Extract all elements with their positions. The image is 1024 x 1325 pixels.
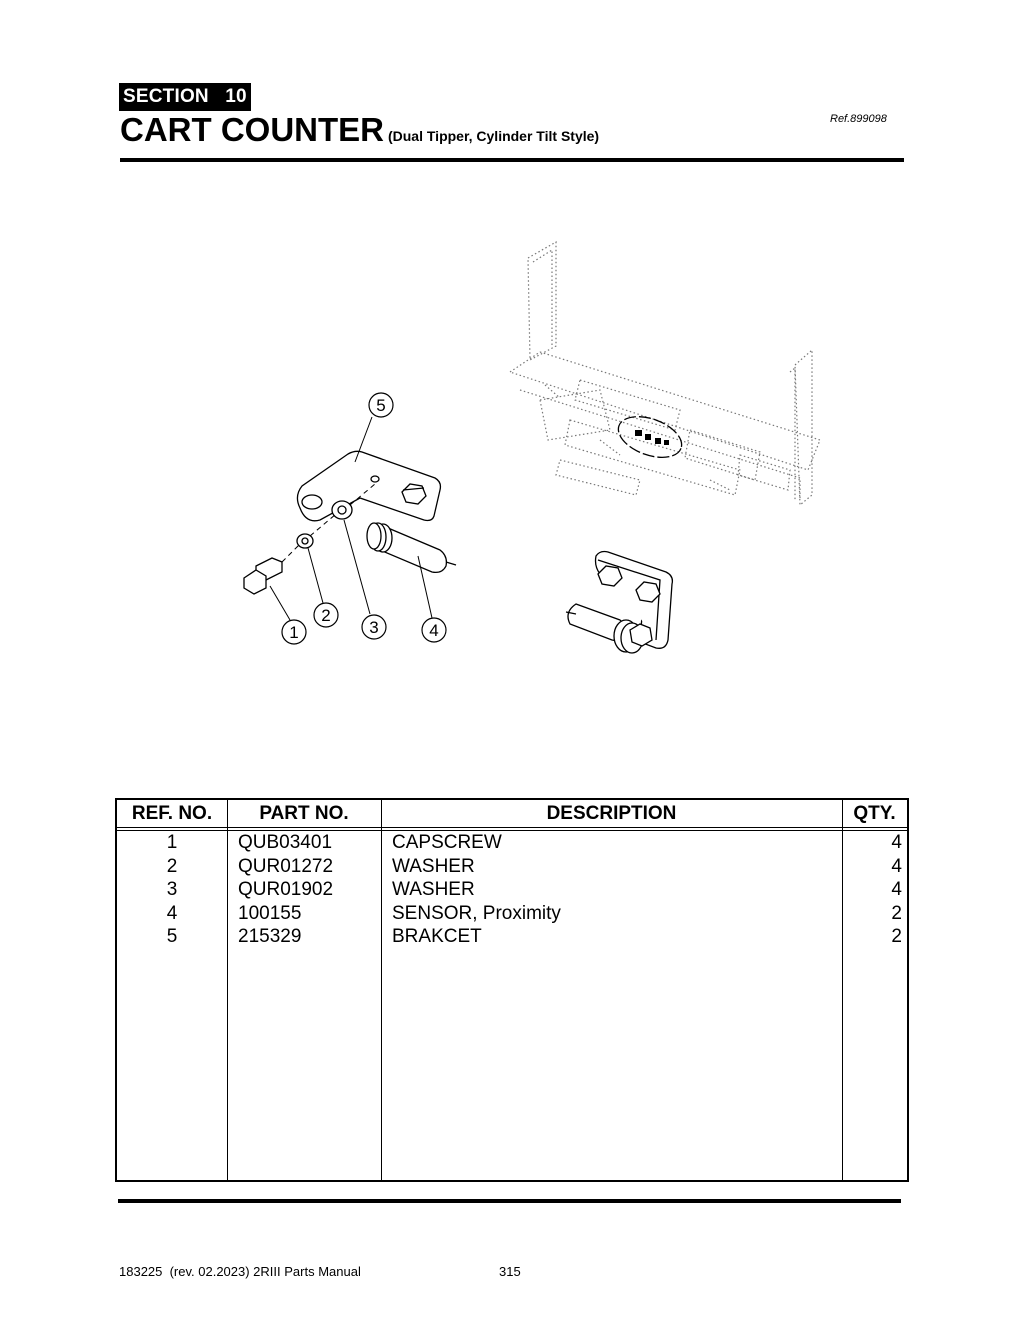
column-divider	[842, 800, 843, 1180]
tipper-frame-outline	[508, 240, 821, 507]
callout-3: 3	[361, 614, 387, 640]
table-row: 3 QUR01902 WASHER 4	[117, 878, 907, 902]
exploded-parts-diagram: 5 1 2 3 4	[243, 240, 821, 654]
column-divider	[227, 800, 228, 1180]
svg-text:2: 2	[321, 606, 330, 625]
section-label: SECTION 10	[123, 86, 247, 107]
page-number: 315	[499, 1264, 521, 1279]
table-row: 5 215329 BRAKCET 2	[117, 925, 907, 949]
cell-qty: 4	[891, 879, 902, 900]
parts-table: REF. NO. PART NO. DESCRIPTION QTY. 1 QUB…	[115, 798, 909, 1182]
header-description: DESCRIPTION	[546, 803, 677, 824]
reference-number: Ref.899098	[830, 113, 887, 125]
table-row: 2 QUR01272 WASHER 4	[117, 855, 907, 879]
cell-qty: 4	[891, 855, 902, 877]
table-row: 4 100155 SENSOR, Proximity 2	[117, 902, 907, 926]
cell-desc: BRAKCET	[392, 926, 482, 947]
header-qty: QTY.	[853, 803, 896, 824]
cell-part: QUB03401	[238, 832, 333, 853]
cell-qty: 2	[891, 926, 902, 947]
cell-part: QUR01902	[238, 879, 334, 900]
cell-ref: 1	[166, 832, 178, 853]
callout-1: 1	[281, 619, 307, 645]
cell-desc: WASHER	[392, 879, 475, 900]
cell-ref: 5	[166, 926, 178, 947]
page-title: CART COUNTER(Dual Tipper, Cylinder Tilt …	[120, 112, 599, 154]
cell-desc: CAPSCREW	[392, 832, 502, 853]
svg-text:1: 1	[289, 623, 298, 642]
cell-ref: 3	[166, 879, 178, 900]
dashed-assembly-line	[281, 483, 376, 563]
header-part-no: PART NO.	[259, 803, 349, 824]
cell-part: 100155	[238, 902, 302, 924]
callout-circles: 5 1 2 3 4	[281, 392, 447, 645]
callout-leaders	[269, 416, 433, 621]
cell-ref: 4	[166, 902, 178, 924]
section-badge: SECTION 10	[119, 83, 251, 111]
header-ref-no: REF. NO.	[131, 803, 213, 824]
header-divider	[117, 827, 907, 831]
cell-part: 215329	[238, 926, 302, 947]
detail-ellipse-parts	[635, 430, 669, 445]
assembled-sensor-bracket	[565, 550, 674, 654]
svg-text:5: 5	[376, 396, 385, 415]
callout-2: 2	[313, 602, 339, 628]
cell-qty: 4	[891, 832, 902, 853]
cell-desc: SENSOR, Proximity	[392, 902, 561, 924]
cell-qty: 2	[891, 902, 902, 924]
cell-ref: 2	[166, 855, 178, 877]
callout-4: 4	[421, 617, 447, 643]
title-subtitle: (Dual Tipper, Cylinder Tilt Style)	[387, 128, 600, 144]
footer-document-id: 183225 (rev. 02.2023) 2RIII Parts Manual	[119, 1264, 361, 1279]
bracket-assembly	[243, 450, 457, 595]
callout-5: 5	[368, 392, 394, 418]
column-divider	[381, 800, 382, 1180]
title-text: CART COUNTER	[120, 111, 384, 148]
cell-part: QUR01272	[238, 855, 334, 877]
svg-text:4: 4	[429, 621, 438, 640]
cell-desc: WASHER	[392, 855, 475, 877]
detail-ellipse	[617, 416, 683, 458]
table-row: 1 QUB03401 CAPSCREW 4	[117, 831, 907, 855]
header-rule	[120, 158, 904, 162]
svg-text:3: 3	[369, 618, 378, 637]
footer-rule	[118, 1199, 901, 1203]
